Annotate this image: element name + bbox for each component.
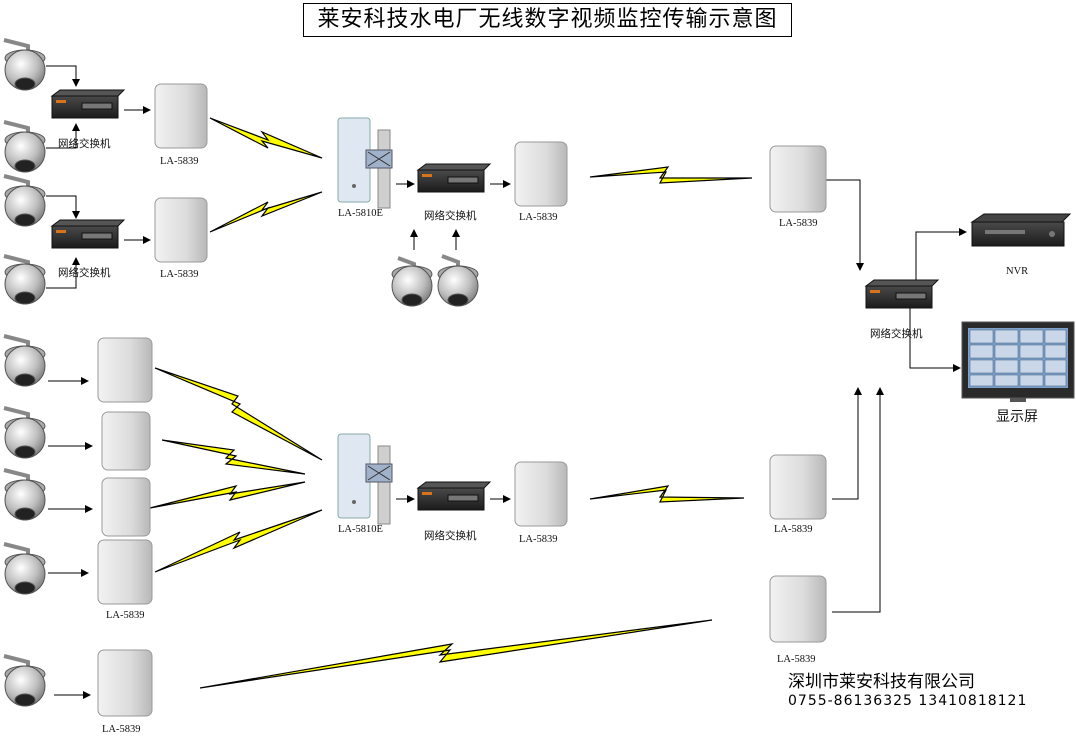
camera-11 — [437, 254, 479, 307]
display-label: 显示屏 — [996, 410, 1038, 425]
wireless-links — [149, 117, 753, 689]
antenna-7 — [101, 477, 151, 537]
switch-5 — [864, 279, 940, 309]
camera-7 — [3, 468, 46, 521]
antenna-label-6: LA-5839 — [519, 534, 558, 545]
antenna-label-9: LA-5839 — [102, 724, 141, 735]
network-switches — [50, 89, 940, 511]
base-stations — [337, 117, 393, 525]
camera-1 — [3, 38, 46, 91]
company-info: 深圳市莱安科技有限公司 0755-86136325 13410818121 — [788, 672, 1027, 710]
camera-8 — [3, 542, 46, 595]
nvr-label: NVR — [1006, 266, 1029, 277]
antenna-label-2: LA-5839 — [160, 269, 199, 280]
switch-label-1: 网络交换机 — [58, 139, 111, 150]
antenna-3 — [514, 141, 568, 207]
switch-3 — [416, 163, 492, 193]
diagram-title: 莱安科技水电厂无线数字视频监控传输示意图 — [303, 3, 792, 37]
antenna-11 — [769, 575, 827, 643]
switch-1 — [50, 89, 126, 119]
antenna-2 — [154, 197, 208, 263]
antenna-5 — [97, 337, 153, 403]
camera-10 — [391, 256, 433, 307]
switch-4 — [416, 481, 492, 511]
antenna-label-8: LA-5839 — [777, 654, 816, 665]
antenna-label-3: LA-5839 — [519, 212, 558, 223]
camera-arrows — [46, 65, 967, 699]
camera-4 — [3, 254, 46, 305]
base-station-label-2: LA-5810E — [338, 524, 383, 535]
camera-9 — [3, 654, 46, 707]
cameras — [3, 38, 479, 707]
antenna-panels — [97, 83, 827, 717]
antenna-6 — [101, 411, 151, 471]
camera-3 — [3, 174, 46, 227]
switch-label-3: 网络交换机 — [424, 211, 477, 222]
antenna-label-1: LA-5839 — [160, 156, 199, 167]
antenna-12 — [97, 649, 153, 717]
antenna-label-4: LA-5839 — [779, 218, 818, 229]
camera-6 — [3, 406, 46, 459]
antenna-8 — [97, 539, 153, 605]
company-phone: 0755-86136325 13410818121 — [788, 693, 1028, 709]
switch-label-5: 网络交换机 — [870, 329, 923, 340]
switch-label-2: 网络交换机 — [58, 268, 111, 279]
antenna-label-5: LA-5839 — [106, 610, 145, 621]
antenna-1 — [154, 83, 208, 149]
company-name: 深圳市莱安科技有限公司 — [788, 672, 975, 692]
base-station-label-1: LA-5810E — [338, 208, 383, 219]
antenna-9 — [514, 461, 568, 527]
display-screen — [961, 321, 1075, 402]
base-station-1 — [337, 117, 393, 209]
antenna-label-7: LA-5839 — [774, 524, 813, 535]
switch-label-4: 网络交换机 — [424, 531, 477, 542]
antenna-10 — [769, 454, 827, 520]
nvr-device — [970, 213, 1072, 247]
camera-2 — [3, 120, 46, 173]
camera-5 — [3, 334, 46, 387]
switch-2 — [50, 219, 126, 249]
base-station-2 — [337, 433, 393, 525]
antenna-4 — [769, 145, 827, 213]
